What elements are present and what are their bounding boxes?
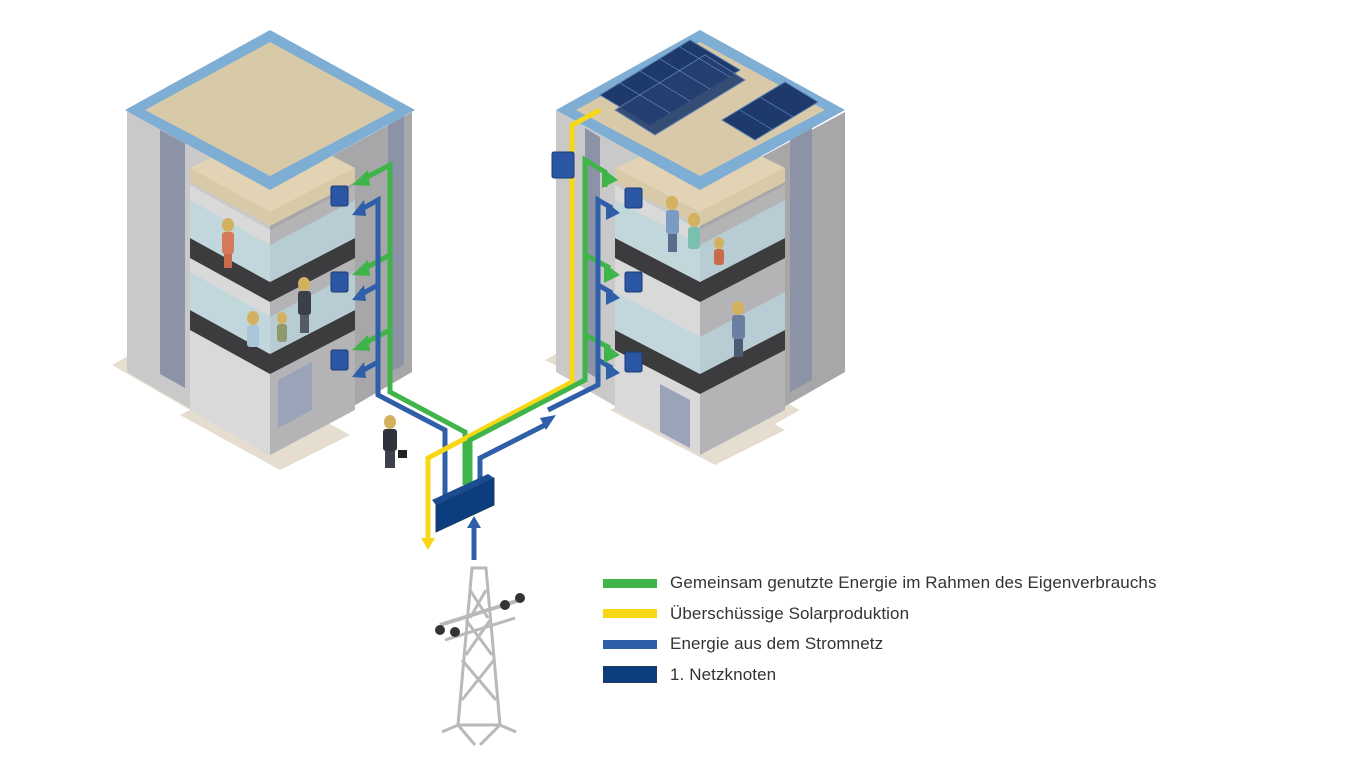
solar-panel-icon — [599, 39, 819, 141]
legend-item-node: 1. Netzknoten — [603, 660, 1157, 691]
legend-swatch-yellow — [603, 609, 657, 619]
legend-item-blue: Energie aus dem Stromnetz — [603, 629, 1157, 660]
legend-item-yellow: Überschüssige Solarproduktion — [603, 599, 1157, 630]
energy-flows — [358, 107, 614, 560]
legend-swatch-node — [603, 666, 657, 684]
flow-yellow — [425, 107, 602, 540]
legend: Gemeinsam genutzte Energie im Rahmen des… — [603, 568, 1157, 690]
flow-green-right — [467, 155, 608, 485]
legend-label: Überschüssige Solarproduktion — [670, 603, 910, 623]
flow-green-left — [363, 160, 468, 485]
person-icon — [222, 196, 745, 468]
legend-label: Gemeinsam genutzte Energie im Rahmen des… — [670, 573, 1157, 593]
meter-icon — [330, 151, 643, 373]
legend-swatch-green — [603, 578, 657, 588]
legend-label: 1. Netzknoten — [670, 664, 777, 684]
flow-arrowheads — [352, 168, 620, 550]
grid-node-box — [432, 474, 495, 533]
legend-swatch-blue — [603, 639, 657, 649]
building-left — [112, 30, 415, 470]
legend-label: Energie aus dem Stromnetz — [670, 634, 884, 654]
power-pylon-icon — [435, 566, 525, 747]
legend-item-green: Gemeinsam genutzte Energie im Rahmen des… — [603, 568, 1157, 599]
